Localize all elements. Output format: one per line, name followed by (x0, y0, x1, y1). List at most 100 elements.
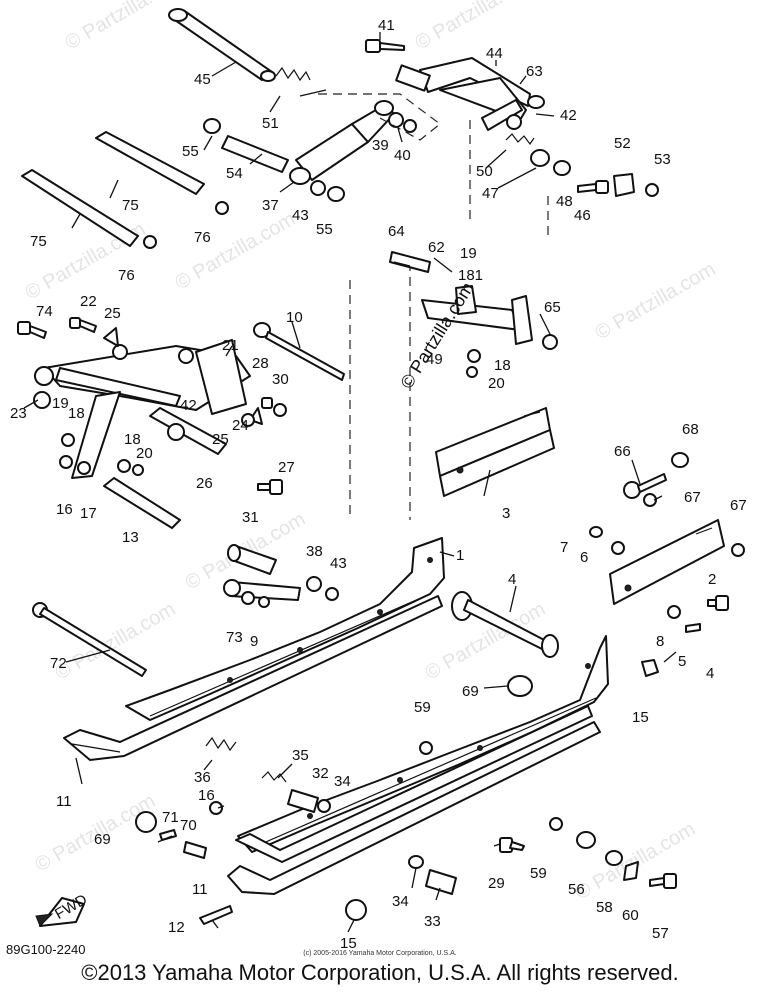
callout-37[interactable]: 37 (262, 197, 279, 214)
callout-76[interactable]: 76 (194, 229, 211, 246)
callout-12[interactable]: 12 (168, 919, 185, 936)
cross-shaft-4[interactable] (451, 591, 559, 658)
callout-66[interactable]: 66 (614, 443, 631, 460)
callout-46[interactable]: 46 (574, 207, 591, 224)
front-arm-21[interactable] (33, 339, 251, 415)
bumper-69-right[interactable] (507, 675, 533, 697)
callout-18[interactable]: 18 (494, 357, 511, 374)
callout-74[interactable]: 74 (36, 303, 53, 320)
shaft-75-lower[interactable] (21, 169, 157, 249)
callout-33[interactable]: 33 (424, 913, 441, 930)
end-parts-56-60[interactable] (576, 831, 677, 889)
callout-19[interactable]: 19 (52, 395, 69, 412)
callout-16[interactable]: 16 (56, 501, 73, 518)
callout-16[interactable]: 16 (198, 787, 215, 804)
callout-8[interactable]: 8 (656, 633, 664, 650)
callout-38[interactable]: 38 (306, 543, 323, 560)
callout-35[interactable]: 35 (292, 747, 309, 764)
callout-69[interactable]: 69 (94, 831, 111, 848)
callout-181[interactable]: 181 (458, 267, 483, 284)
callout-31[interactable]: 31 (242, 509, 259, 526)
callout-55[interactable]: 55 (316, 221, 333, 238)
callout-40[interactable]: 40 (394, 147, 411, 164)
bolt-66-68[interactable] (623, 452, 689, 499)
fasteners-5-8-9-15[interactable] (641, 595, 729, 677)
collar-43-55[interactable] (310, 180, 345, 202)
callout-6[interactable]: 6 (580, 549, 588, 566)
arm-link-17[interactable] (71, 391, 121, 479)
callout-3[interactable]: 3 (502, 505, 510, 522)
nut-53[interactable] (645, 183, 659, 197)
long-bolt-4[interactable] (32, 602, 147, 677)
bolt-22[interactable] (69, 317, 97, 333)
callout-41[interactable]: 41 (378, 17, 395, 34)
callout-69[interactable]: 69 (462, 683, 479, 700)
callout-67[interactable]: 67 (730, 497, 747, 514)
callout-23[interactable]: 23 (10, 405, 27, 422)
callout-54[interactable]: 54 (226, 165, 243, 182)
slider-11-lower[interactable] (227, 705, 601, 895)
bolt-27[interactable] (257, 479, 283, 495)
spring-50[interactable] (505, 133, 535, 146)
callout-13[interactable]: 13 (122, 529, 139, 546)
slide-rail-1[interactable] (125, 537, 445, 721)
callout-28[interactable]: 28 (252, 355, 269, 372)
spring-36[interactable] (205, 736, 237, 752)
washers-18-20[interactable] (59, 433, 144, 476)
callout-34[interactable]: 34 (334, 773, 351, 790)
callout-11[interactable]: 11 (192, 881, 208, 898)
callout-7[interactable]: 7 (560, 539, 568, 556)
bumper-69-left[interactable] (135, 811, 157, 833)
callout-73[interactable]: 73 (226, 629, 243, 646)
shock-rod-45[interactable] (168, 8, 276, 82)
callout-68[interactable]: 68 (682, 421, 699, 438)
callout-25[interactable]: 25 (212, 431, 229, 448)
bolt-46[interactable] (577, 180, 609, 194)
callout-43[interactable]: 43 (330, 555, 347, 572)
callout-25[interactable]: 25 (104, 305, 121, 322)
callout-75[interactable]: 75 (122, 197, 139, 214)
callout-29[interactable]: 29 (488, 875, 505, 892)
callout-9[interactable]: 9 (250, 633, 258, 650)
pivot-shaft-assy[interactable] (223, 576, 339, 608)
callout-42[interactable]: 42 (560, 107, 577, 124)
cap-25[interactable] (103, 327, 119, 347)
screw-12[interactable] (199, 905, 233, 925)
callout-24[interactable]: 24 (232, 417, 249, 434)
plate-2[interactable] (609, 519, 725, 605)
slider-11-upper[interactable] (63, 595, 443, 761)
callout-19[interactable]: 19 (460, 245, 477, 262)
callout-59[interactable]: 59 (530, 865, 547, 882)
callout-20[interactable]: 20 (136, 445, 153, 462)
bolts-24-25-28-30[interactable] (241, 397, 287, 427)
spring-51[interactable] (275, 66, 327, 97)
callout-53[interactable]: 53 (654, 151, 671, 168)
callout-70[interactable]: 70 (180, 817, 197, 834)
callout-65[interactable]: 65 (544, 299, 561, 316)
collar-47-48[interactable] (530, 149, 571, 176)
callout-56[interactable]: 56 (568, 881, 585, 898)
spring-35[interactable] (261, 771, 287, 783)
callout-64[interactable]: 64 (388, 223, 405, 240)
callout-5[interactable]: 5 (678, 653, 686, 670)
callout-20[interactable]: 20 (488, 375, 505, 392)
callout-11[interactable]: 11 (56, 793, 72, 810)
callout-72[interactable]: 72 (50, 655, 67, 672)
callout-27[interactable]: 27 (278, 459, 295, 476)
callout-42[interactable]: 42 (180, 397, 197, 414)
callout-48[interactable]: 48 (556, 193, 573, 210)
plate-3[interactable] (435, 407, 555, 497)
callout-15[interactable]: 15 (340, 935, 357, 952)
callout-51[interactable]: 51 (262, 115, 279, 132)
guide-33-34[interactable] (408, 855, 457, 895)
callout-15[interactable]: 15 (632, 709, 649, 726)
shaft-75-upper[interactable] (95, 131, 229, 215)
callout-44[interactable]: 44 (486, 45, 503, 62)
callout-55[interactable]: 55 (182, 143, 199, 160)
washer-59[interactable] (419, 741, 563, 831)
collar-32-34[interactable] (209, 789, 331, 815)
callout-2[interactable]: 2 (708, 571, 716, 588)
callout-76[interactable]: 76 (118, 267, 135, 284)
bolt-29[interactable] (499, 837, 525, 853)
end-cap-15[interactable] (345, 899, 367, 921)
